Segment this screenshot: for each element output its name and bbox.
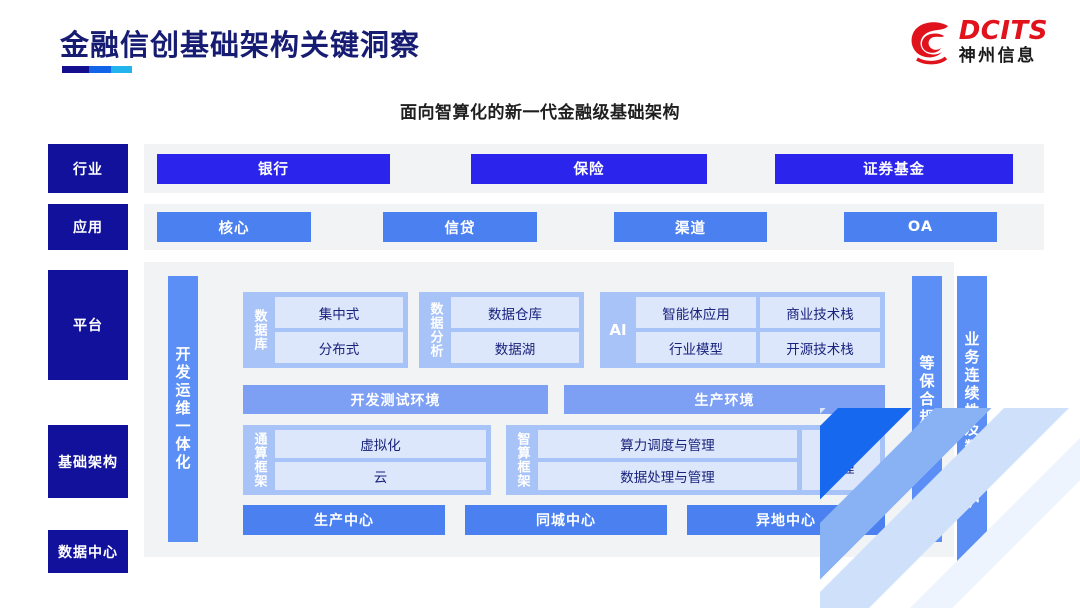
application-item-oa[interactable]: OA bbox=[844, 212, 997, 242]
rail-label-application: 应用 bbox=[48, 204, 128, 250]
ai-item-agent-application[interactable]: 智能体应用 bbox=[636, 297, 756, 328]
general-compute-item-cloud[interactable]: 云 bbox=[275, 462, 486, 490]
ai-item-opensource-stack[interactable]: 开源技术栈 bbox=[760, 332, 880, 363]
page-title: 金融信创基础架构关键洞察 bbox=[60, 28, 421, 62]
rule-segment-navy bbox=[62, 66, 89, 73]
infer-label: 推理 bbox=[827, 461, 855, 477]
vertical-bar-security-compliance[interactable]: 等保合规安全 bbox=[912, 276, 942, 542]
group-items-general-compute: 虚拟化 云 bbox=[275, 430, 486, 490]
intelligent-compute-item-data-processing[interactable]: 数据处理与管理 bbox=[538, 462, 797, 490]
logo-wordmark: DCITS 神州信息 bbox=[959, 18, 1048, 65]
rail-label-platform: 平台 bbox=[48, 270, 128, 380]
environment-dev-test[interactable]: 开发测试环境 bbox=[243, 385, 548, 414]
industry-item-insurance[interactable]: 保险 bbox=[471, 153, 707, 184]
group-label-intelligent-compute: 智算框架 bbox=[514, 432, 530, 488]
train-label: 训练 bbox=[827, 441, 855, 458]
group-intelligent-compute-framework: 智算框架 算力调度与管理 数据处理与管理 训练 推理 bbox=[506, 425, 885, 495]
vertical-bar-business-continuity[interactable]: 业务连续性及数据保护 bbox=[957, 276, 987, 566]
group-database: 数据库 集中式 分布式 bbox=[243, 292, 408, 368]
vertical-bar-devops[interactable]: 开发运维一体化 bbox=[168, 276, 198, 542]
data-analysis-item-lake[interactable]: 数据湖 bbox=[451, 332, 579, 363]
group-label-database: 数据库 bbox=[251, 309, 267, 351]
application-item-credit[interactable]: 信贷 bbox=[383, 212, 537, 242]
industry-row: 银行 保险 证券基金 bbox=[144, 144, 1044, 193]
group-items-intelligent-compute: 算力调度与管理 数据处理与管理 训练 推理 bbox=[538, 430, 880, 490]
diagram-subtitle: 面向智算化的新一代金融级基础架构 bbox=[400, 103, 680, 123]
group-general-compute-framework: 通算框架 虚拟化 云 bbox=[243, 425, 491, 495]
rule-segment-blue bbox=[89, 66, 111, 73]
data-analysis-item-warehouse[interactable]: 数据仓库 bbox=[451, 297, 579, 328]
datacenter-item-remote[interactable]: 异地中心 bbox=[687, 505, 885, 535]
database-item-distributed[interactable]: 分布式 bbox=[275, 332, 403, 363]
group-items-data-analysis: 数据仓库 数据湖 bbox=[451, 297, 579, 363]
application-item-channel[interactable]: 渠道 bbox=[614, 212, 767, 242]
ai-item-commercial-stack[interactable]: 商业技术栈 bbox=[760, 297, 880, 328]
intelligent-compute-train-infer[interactable]: 训练 推理 bbox=[802, 430, 880, 490]
rule-segment-cyan bbox=[111, 66, 132, 73]
company-logo: DCITS 神州信息 bbox=[908, 18, 1048, 65]
general-compute-item-virtualization[interactable]: 虚拟化 bbox=[275, 430, 486, 458]
industry-item-securities-fund[interactable]: 证券基金 bbox=[775, 153, 1013, 184]
group-ai: AI 智能体应用 商业技术栈 行业模型 开源技术栈 bbox=[600, 292, 885, 368]
group-label-general-compute: 通算框架 bbox=[251, 432, 267, 488]
application-item-core[interactable]: 核心 bbox=[157, 212, 311, 242]
intelligent-compute-column: 算力调度与管理 数据处理与管理 bbox=[538, 430, 797, 490]
dcits-swirl-icon bbox=[908, 19, 952, 65]
group-label-ai: AI bbox=[609, 321, 627, 339]
datacenter-item-production[interactable]: 生产中心 bbox=[243, 505, 445, 535]
ai-item-industry-model[interactable]: 行业模型 bbox=[636, 332, 756, 363]
application-row: 核心 信贷 渠道 OA bbox=[144, 204, 1044, 250]
group-data-analysis: 数据分析 数据仓库 数据湖 bbox=[419, 292, 584, 368]
rail-label-datacenter: 数据中心 bbox=[48, 530, 128, 573]
group-label-data-analysis: 数据分析 bbox=[427, 302, 443, 358]
intelligent-compute-item-scheduling[interactable]: 算力调度与管理 bbox=[538, 430, 797, 458]
rail-label-infrastructure: 基础架构 bbox=[48, 425, 128, 498]
group-items-database: 集中式 分布式 bbox=[275, 297, 403, 363]
datacenter-item-same-city[interactable]: 同城中心 bbox=[465, 505, 667, 535]
environment-production[interactable]: 生产环境 bbox=[564, 385, 885, 414]
industry-item-bank[interactable]: 银行 bbox=[157, 153, 390, 184]
logo-text-cn: 神州信息 bbox=[958, 46, 1037, 66]
title-underline-rule bbox=[62, 66, 132, 73]
rail-label-industry: 行业 bbox=[48, 144, 128, 193]
logo-text-en: DCITS bbox=[958, 16, 1048, 46]
database-item-centralized[interactable]: 集中式 bbox=[275, 297, 403, 328]
group-items-ai: 智能体应用 商业技术栈 行业模型 开源技术栈 bbox=[636, 297, 880, 363]
